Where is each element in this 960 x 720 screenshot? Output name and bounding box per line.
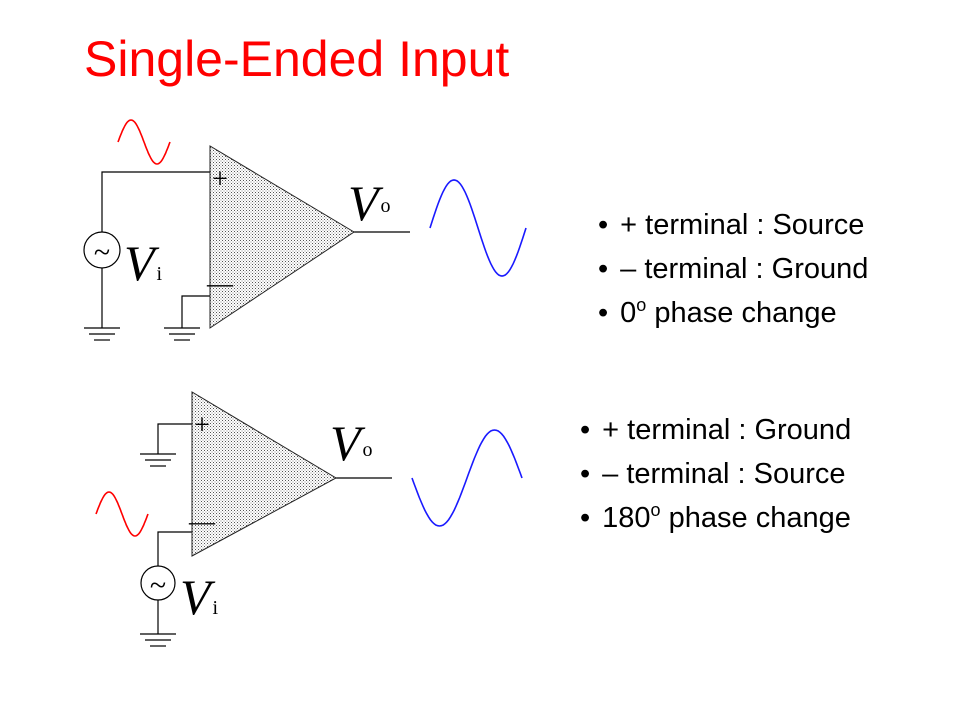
output-wave-top <box>429 179 527 277</box>
bullet-item: 0o phase change <box>598 291 868 335</box>
ground-symbol <box>164 327 200 341</box>
bullet-item: + terminal : Source <box>598 203 868 247</box>
minus-terminal-sign: — <box>206 269 234 298</box>
plus-terminal-sign: + <box>194 410 210 441</box>
bullet-list-bottom: + terminal : Ground – terminal : Source … <box>580 408 851 540</box>
wires-bottom <box>157 423 392 634</box>
wires-top <box>101 171 410 328</box>
bullet-item: + terminal : Ground <box>580 408 851 452</box>
plus-terminal-sign: + <box>212 164 228 195</box>
ac-source-icon <box>140 565 176 601</box>
ac-source-tilde: ~ <box>94 236 110 269</box>
minus-terminal-sign: — <box>188 507 216 536</box>
ground-symbol <box>84 327 120 341</box>
bullet-item: – terminal : Ground <box>598 247 868 291</box>
opamp-triangle <box>191 391 338 557</box>
opamp-triangle <box>209 145 355 329</box>
output-wave-bottom <box>411 429 523 527</box>
slide-title: Single-Ended Input <box>84 31 510 87</box>
ground-symbol <box>140 453 176 467</box>
input-wave-top <box>117 119 171 165</box>
bullet-item: – terminal : Source <box>580 452 851 496</box>
ground-symbol <box>140 633 176 647</box>
ac-source-icon <box>83 231 121 269</box>
ac-source-tilde: ~ <box>150 569 166 602</box>
input-wave-bottom <box>95 491 149 537</box>
bullet-item: 180o phase change <box>580 496 851 540</box>
bullet-list-top: + terminal : Source – terminal : Ground … <box>598 203 868 335</box>
